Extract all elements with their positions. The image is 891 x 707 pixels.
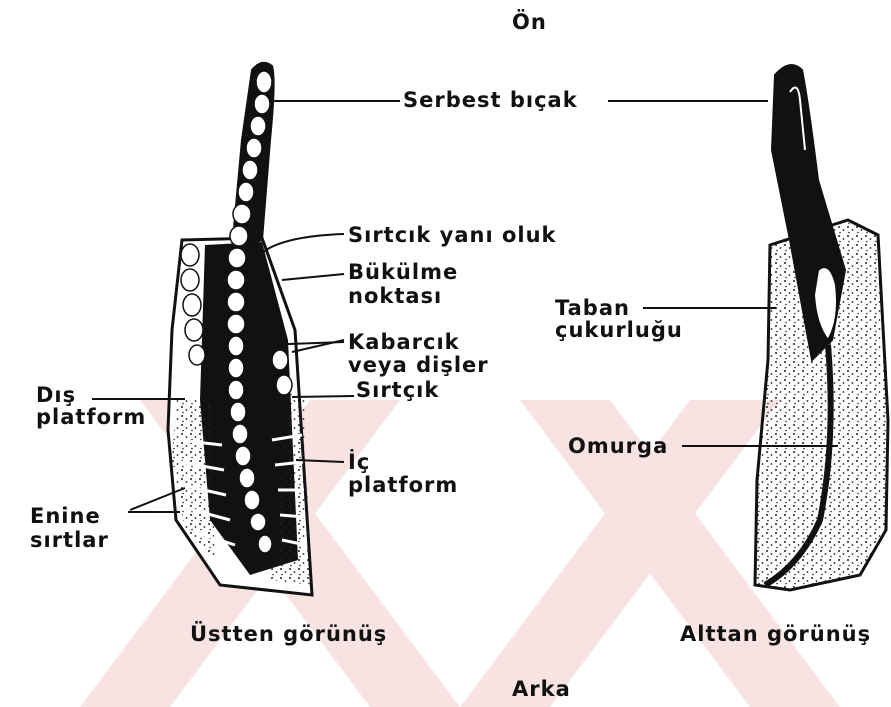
label-nodes-2: veya dişler xyxy=(348,355,489,375)
label-bend-point-2: noktası xyxy=(348,286,442,306)
upper-view-specimen xyxy=(168,63,312,595)
label-adcarinal-groove: Sırtcık yanı oluk xyxy=(348,225,557,245)
label-free-blade: Serbest bıçak xyxy=(403,90,578,110)
label-outer-platform-1: Dış xyxy=(36,385,76,405)
label-inner-platform-1: İç xyxy=(348,452,370,472)
orientation-top: Ön xyxy=(512,12,547,32)
label-inner-platform-2: platform xyxy=(348,475,458,495)
label-transverse-ridges-2: sırtlar xyxy=(30,530,109,550)
label-basal-pit-1: Taban xyxy=(555,298,630,318)
label-outer-platform-2: platform xyxy=(36,407,146,427)
label-keel: Omurga xyxy=(568,436,668,456)
label-transverse-ridges-1: Enine xyxy=(30,506,101,526)
label-bend-point-1: Bükülme xyxy=(348,262,458,282)
label-basal-pit-2: çukurluğu xyxy=(555,320,683,340)
lower-view-specimen xyxy=(755,65,888,590)
caption-lower-view: Alttan görünüş xyxy=(680,624,871,644)
orientation-bottom: Arka xyxy=(512,679,571,699)
caption-upper-view: Üstten görünüş xyxy=(190,624,387,644)
label-nodes-1: Kabarcık xyxy=(348,332,460,352)
label-carina: Sırtçık xyxy=(356,380,439,400)
